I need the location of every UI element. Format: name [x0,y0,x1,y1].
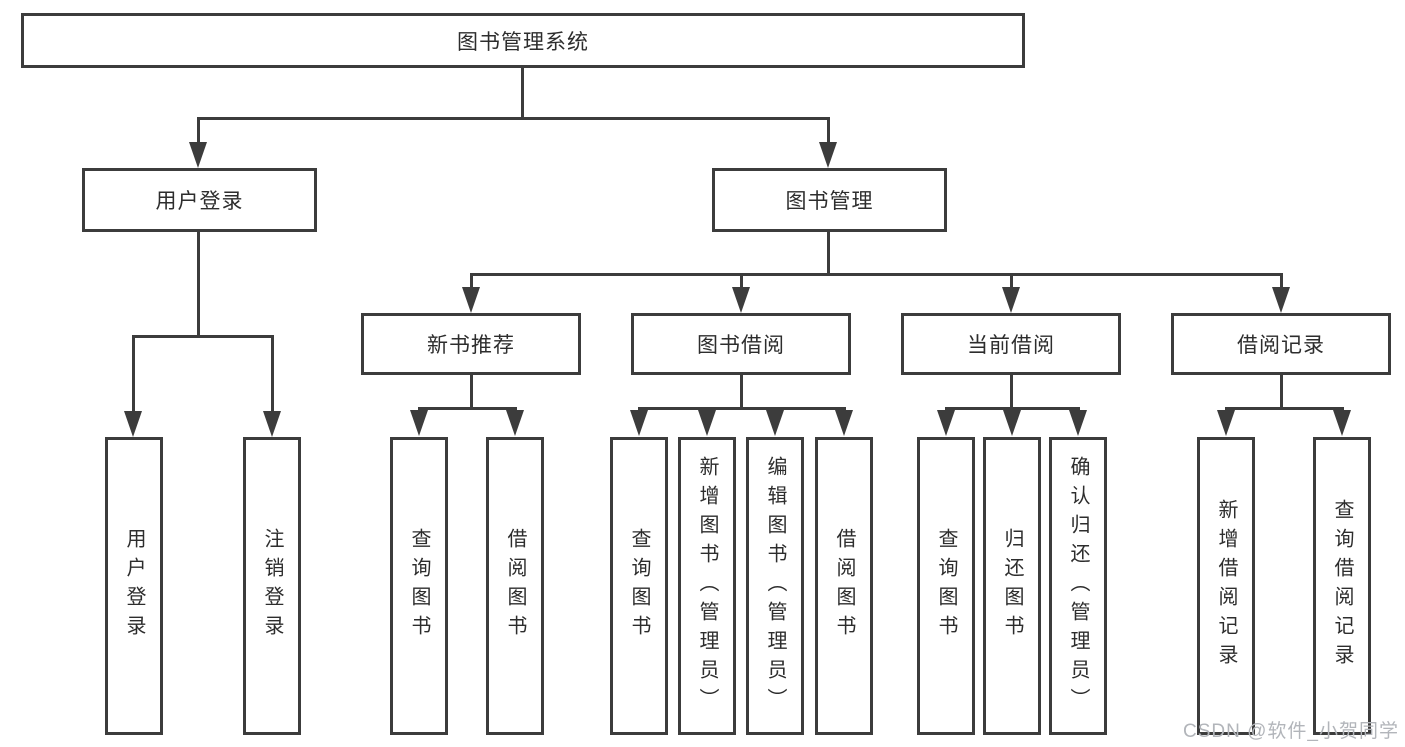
node-label: 用户登录 [123,528,145,644]
connector-line [1010,375,1013,410]
connector-line [827,120,830,144]
node-label: 查询图书 [935,528,957,644]
leaf-add-borrow-record: 新增借阅记录 [1197,437,1255,735]
connector-line [197,117,830,120]
node-label: 查询图书 [628,528,650,644]
arrow-down [732,287,750,313]
connector-line [418,407,517,410]
arrow-down [506,410,524,436]
node-label: 新书推荐 [427,334,515,357]
node-book-management: 图书管理 [712,168,947,232]
arrow-down [1002,287,1020,313]
connector-line [197,232,200,338]
leaf-query-books-current: 查询图书 [917,437,975,735]
arrow-down [263,411,281,437]
connector-line [470,375,473,410]
arrow-down [937,410,955,436]
connector-line [1010,276,1013,289]
node-label: 新增图书（管理员） [696,455,718,717]
node-label: 用户登录 [155,190,244,213]
connector-line [638,407,846,410]
leaf-query-borrow-record: 查询借阅记录 [1313,437,1371,735]
arrow-down [1003,410,1021,436]
node-label: 注销登录 [261,528,283,644]
leaf-return-books: 归还图书 [983,437,1041,735]
node-borrowing-records: 借阅记录 [1171,313,1391,375]
arrow-down [462,287,480,313]
arrow-down [124,411,142,437]
node-new-book-recommendation: 新书推荐 [361,313,581,375]
arrow-down [189,142,207,168]
arrow-down [1069,410,1087,436]
node-label: 确认归还（管理员） [1067,455,1089,717]
node-book-borrowing: 图书借阅 [631,313,851,375]
connector-line [740,375,743,410]
arrow-down [698,410,716,436]
connector-line [470,273,1283,276]
node-label: 新增借阅记录 [1215,499,1237,673]
connector-line [470,276,473,289]
connector-line [521,68,524,120]
leaf-edit-book-admin: 编辑图书（管理员） [746,437,804,735]
node-system-root: 图书管理系统 [21,13,1025,68]
node-label: 图书管理 [785,190,874,213]
node-label: 归还图书 [1001,528,1023,644]
node-user-login: 用户登录 [82,168,317,232]
arrow-down [766,410,784,436]
leaf-user-login: 用户登录 [105,437,163,735]
leaf-borrow-books-recommend: 借阅图书 [486,437,544,735]
arrow-down [630,410,648,436]
connector-line [271,338,274,411]
connector-line [132,338,135,411]
leaf-query-books-borrowing: 查询图书 [610,437,668,735]
arrow-down [1333,410,1351,436]
node-label: 借阅记录 [1237,334,1325,357]
arrow-down [1217,410,1235,436]
node-label: 借阅图书 [504,528,526,644]
leaf-confirm-return-admin: 确认归还（管理员） [1049,437,1107,735]
arrow-down [835,410,853,436]
connector-line [1280,276,1283,289]
node-label: 图书管理系统 [457,30,589,54]
leaf-query-books-recommend: 查询图书 [390,437,448,735]
node-label: 图书借阅 [697,334,785,357]
arrow-down [819,142,837,168]
connector-line [740,276,743,289]
leaf-add-book-admin: 新增图书（管理员） [678,437,736,735]
arrow-down [1272,287,1290,313]
arrow-down [410,410,428,436]
node-label: 查询借阅记录 [1331,499,1353,673]
connector-line [132,335,274,338]
node-label: 当前借阅 [967,334,1055,357]
node-current-borrowing: 当前借阅 [901,313,1121,375]
csdn-watermark: CSDN @软件_小贺同学 [1183,721,1399,742]
connector-line [1280,375,1283,410]
node-label: 编辑图书（管理员） [764,455,786,717]
connector-line [945,407,1080,410]
node-label: 借阅图书 [833,528,855,644]
connector-line [197,120,200,144]
node-label: 查询图书 [408,528,430,644]
connector-line [1225,407,1344,410]
leaf-borrow-books-borrowing: 借阅图书 [815,437,873,735]
connector-line [827,232,830,276]
leaf-logout: 注销登录 [243,437,301,735]
